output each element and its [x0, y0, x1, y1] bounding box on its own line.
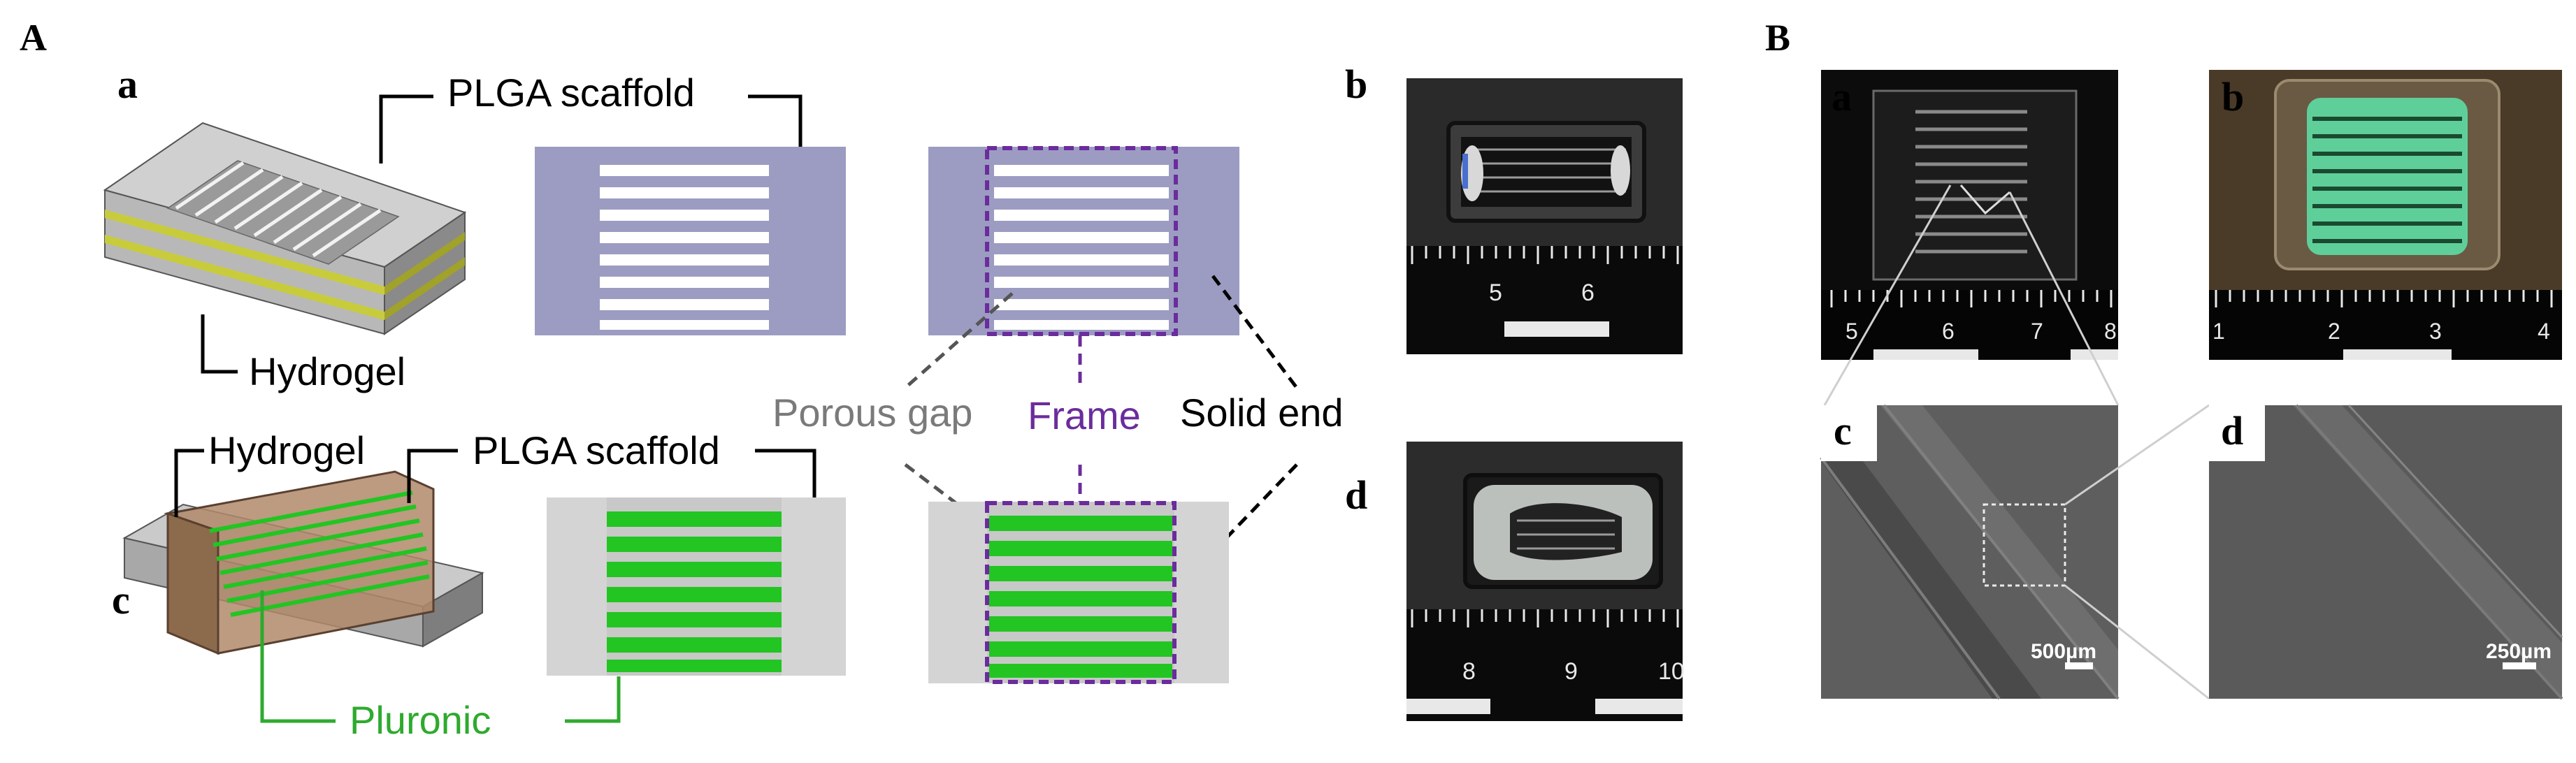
ruler-a-b-number-2: 6: [1581, 279, 1595, 306]
panel-b-letter: B: [1765, 17, 1790, 59]
subpanel-b-d-letter: d: [2221, 408, 2243, 453]
subpanel-a-b-letter: b: [1345, 61, 1367, 107]
label-plga-scaffold-c: PLGA scaffold: [473, 428, 720, 472]
ruler-b-b-number-4: 4: [2538, 319, 2550, 344]
subpanel-a-d-letter: d: [1345, 472, 1367, 518]
pluronic-scaffold-with-frame: [928, 502, 1229, 683]
ruler-b-a-number-3: 7: [2031, 319, 2043, 344]
subpanel-b-a-letter: a: [1832, 74, 1852, 119]
scale-label-d: 250µm: [2486, 640, 2552, 663]
ruler-b-a-number-1: 5: [1845, 319, 1858, 344]
ruler-b-b-number-2: 2: [2328, 319, 2340, 344]
label-porous-gap: Porous gap: [772, 391, 972, 435]
label-solid-end: Solid end: [1180, 391, 1344, 435]
ruler-b-a-number-4: 8: [2104, 319, 2117, 344]
label-pluronic: Pluronic: [350, 698, 491, 742]
sem-b-d: 250µm d: [2209, 405, 2562, 699]
photo-a-b: 5 6: [1406, 78, 1683, 354]
pluronic-scaffold-flat: [547, 497, 846, 676]
ruler-a-d-number-2: 9: [1564, 658, 1578, 685]
pluronic-leader-right: [565, 676, 619, 721]
hydrogel-pluronic-scaffold-3d: [124, 472, 482, 653]
label-hydrogel-c: Hydrogel: [208, 428, 365, 472]
subpanel-b-b-letter: b: [2222, 74, 2244, 119]
subpanel-b-c-letter: c: [1834, 408, 1852, 453]
scale-label-c: 500µm: [2031, 640, 2096, 663]
subpanel-a-c-letter: c: [112, 577, 130, 623]
label-hydrogel-top: Hydrogel: [249, 349, 405, 393]
ruler-a-d-number-3: 10: [1658, 658, 1685, 685]
plga-scaffold-flat: [535, 147, 846, 335]
scale-bar-d: [2503, 662, 2536, 669]
plga-leader-left: [381, 96, 433, 164]
plga-scaffold-with-frame: [928, 147, 1239, 335]
panel-a-letter: A: [20, 17, 47, 59]
ruler-b-b-number-3: 3: [2429, 319, 2442, 344]
subpanel-a-a-letter: a: [117, 61, 138, 107]
ruler-a-d-number-1: 8: [1462, 658, 1476, 685]
hydrogel-leader-top: [203, 314, 238, 372]
ruler-b-b-number-1: 1: [2212, 319, 2225, 344]
photo-b-b: 1 2 3 4 b: [2209, 70, 2562, 360]
label-frame: Frame: [1028, 393, 1141, 437]
sem-b-c: 500µm c: [1821, 405, 2118, 699]
label-plga-scaffold-top: PLGA scaffold: [447, 71, 695, 115]
ruler-a-b-number-1: 5: [1489, 279, 1502, 306]
scale-bar-c: [2065, 662, 2093, 669]
layered-scaffold-3d: [105, 123, 465, 334]
ruler-b-a-number-2: 6: [1942, 319, 1955, 344]
photo-a-d: 8 9 10: [1406, 442, 1685, 721]
